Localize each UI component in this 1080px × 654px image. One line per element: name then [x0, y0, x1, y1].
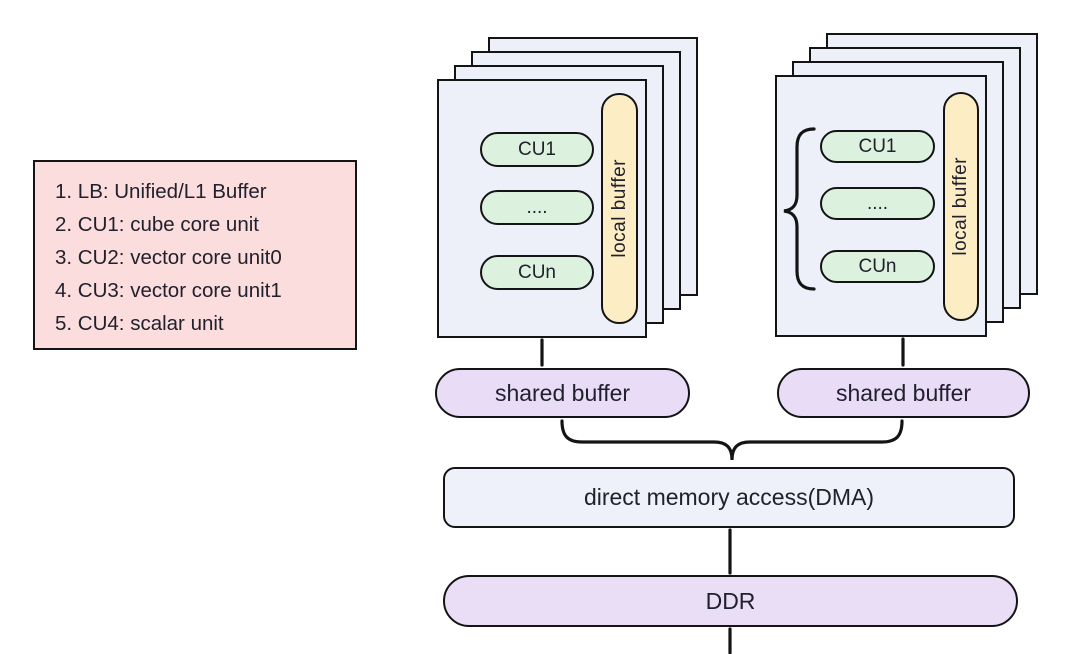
- cu-unit-pill: CU1: [820, 130, 935, 163]
- ddr-pill: DDR: [443, 575, 1018, 627]
- dma-box: direct memory access(DMA): [443, 467, 1015, 528]
- cu-unit-pill: CUn: [480, 255, 594, 290]
- legend-item: 1. LB: Unified/L1 Buffer: [55, 180, 267, 203]
- shared-buffer-right: shared buffer: [777, 368, 1030, 418]
- local-buffer-label: local buffer: [950, 157, 971, 256]
- local-buffer: local buffer: [943, 92, 979, 321]
- legend-item: 2. CU1: cube core unit: [55, 213, 259, 236]
- cu-unit-pill: CUn: [820, 250, 935, 283]
- legend-item: 3. CU2: vector core unit0: [55, 246, 282, 269]
- core-card-front: CU1 .... CUn local buffer: [437, 79, 647, 338]
- cu-unit-pill: CU1: [480, 132, 594, 167]
- legend-item: 4. CU3: vector core unit1: [55, 279, 282, 302]
- local-buffer: local buffer: [601, 93, 638, 324]
- cu-unit-pill: ....: [480, 190, 594, 225]
- legend-box: 1. LB: Unified/L1 Buffer 2. CU1: cube co…: [33, 160, 357, 350]
- shared-buffer-left: shared buffer: [435, 368, 690, 418]
- legend-item: 5. CU4: scalar unit: [55, 312, 224, 335]
- merge-brace-icon: [560, 419, 904, 461]
- cu-unit-pill: ....: [820, 187, 935, 220]
- core-card-front: CU1 .... CUn local buffer: [775, 75, 987, 337]
- local-buffer-label: local buffer: [608, 159, 630, 258]
- curly-brace-icon: [783, 127, 816, 291]
